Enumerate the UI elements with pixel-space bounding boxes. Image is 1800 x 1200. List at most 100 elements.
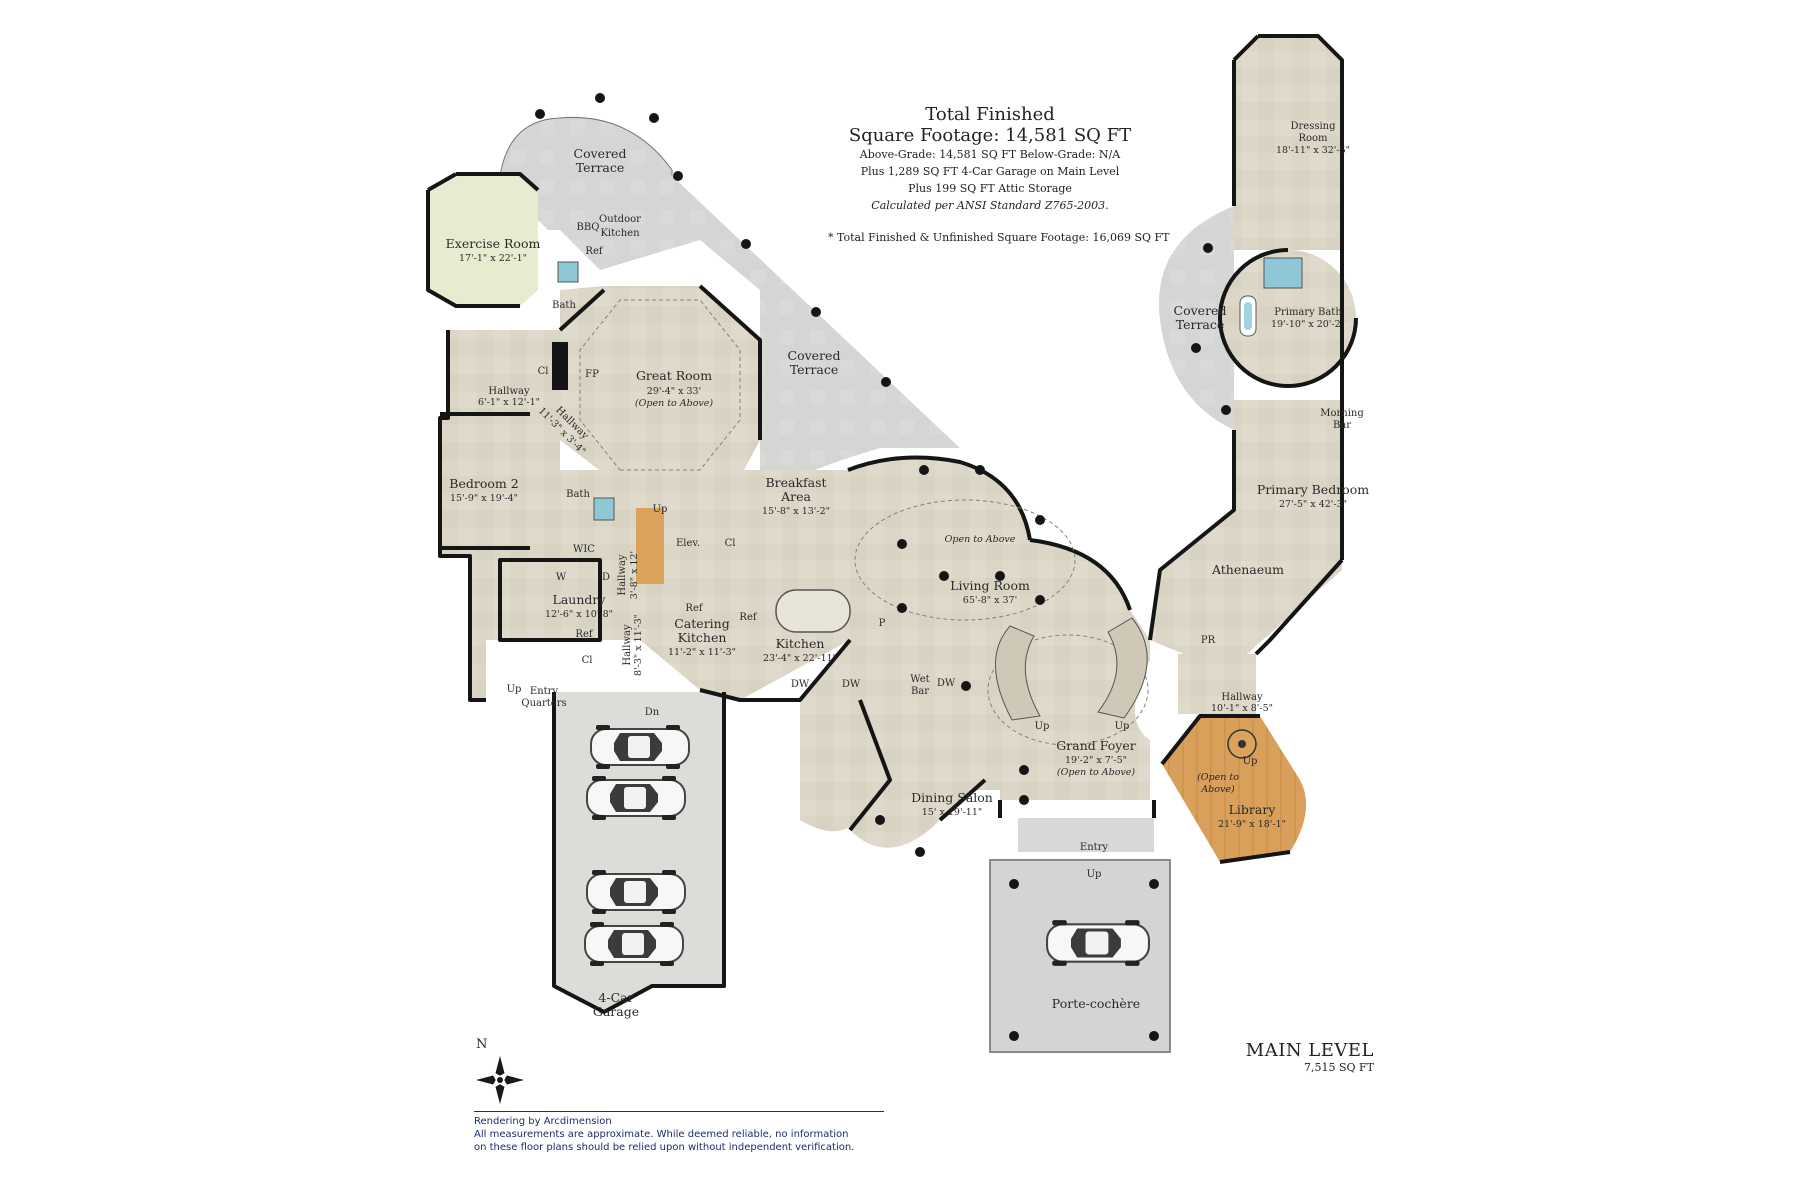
label-hallway-left-dims: 6'-1" x 12'-1" — [478, 397, 540, 408]
label-grand-foyer-dims: 19'-2" x 7'-5" — [1065, 755, 1127, 766]
label-hallway-left: Hallway — [488, 386, 530, 397]
label-up-entry: Up — [507, 684, 522, 695]
level-sqft: 7,515 SQ FT — [1303, 1061, 1374, 1074]
label-up-foyer-right: Up — [1115, 721, 1130, 732]
column-icon — [897, 603, 907, 613]
label-dw-1: DW — [791, 679, 810, 690]
great-room-floor — [560, 286, 760, 486]
column-icon — [897, 539, 907, 549]
entry-porch-floor — [1018, 818, 1154, 852]
column-icon — [649, 113, 659, 123]
label-wic: WIC — [573, 544, 595, 555]
column-icon — [1035, 595, 1045, 605]
label-library-note-2: Above) — [1200, 784, 1235, 795]
label-living-room-dims: 65'-8" x 37' — [963, 595, 1017, 606]
label-breakfast-dims: 15'-8" x 13'-2" — [762, 506, 830, 517]
label-ref-outdoor: Ref — [585, 246, 603, 257]
column-icon — [1149, 879, 1159, 889]
label-hallway-vert-dims: 3'-8" x 12' — [629, 551, 640, 599]
great-room-wall — [558, 284, 762, 440]
columns — [535, 93, 1231, 1041]
label-dressing-room-2: Room — [1298, 133, 1328, 144]
label-hallway-right: Hallway — [1221, 692, 1263, 703]
credits-disclaimer-1: All measurements are approximate. While … — [474, 1129, 849, 1140]
column-icon — [939, 571, 949, 581]
label-elev: Elev. — [676, 538, 700, 549]
column-icon — [1019, 765, 1029, 775]
compass-rose-icon — [476, 1056, 524, 1104]
primary-bath-wall — [1218, 248, 1358, 388]
label-bbq: BBQ — [577, 222, 600, 233]
label-hallway-catering: Hallway — [622, 624, 633, 666]
dining-salon-wall — [848, 699, 987, 832]
column-icon — [1191, 343, 1201, 353]
floors — [428, 36, 1356, 1052]
label-breakfast: Breakfast — [765, 475, 826, 490]
label-ref-catering: Ref — [685, 603, 703, 614]
column-icon — [1019, 795, 1029, 805]
label-hallway-right-dims: 10'-1" x 8'-5" — [1211, 703, 1273, 714]
dining-salon-floor — [850, 700, 985, 848]
level-title: MAIN LEVEL — [1245, 1040, 1374, 1061]
label-dressing-room: Dressing — [1290, 121, 1336, 132]
label-pr: PR — [1201, 635, 1216, 646]
label-covered-terrace-mid: Covered — [788, 348, 841, 363]
label-cl-catering: Cl — [582, 655, 593, 666]
car-icon — [1046, 920, 1150, 966]
label-catering-kitchen-2: Kitchen — [678, 630, 727, 645]
car-icon — [584, 922, 684, 966]
label-garage-2: Garage — [593, 1004, 639, 1019]
label-bath-upper: Bath — [552, 300, 576, 311]
primary-bath-floor — [1220, 250, 1356, 386]
label-primary-bedroom-dims: 27'-5" x 42'-3" — [1279, 499, 1347, 510]
label-morning-bar-2: Bar — [1333, 420, 1351, 431]
label-covered-terrace-top-2: Terrace — [576, 160, 625, 175]
laundry-wall — [498, 558, 602, 642]
label-up-stair: Up — [653, 504, 668, 515]
summary-garage: Plus 1,289 SQ FT 4-Car Garage on Main Le… — [860, 165, 1120, 178]
label-dn-garage: Dn — [645, 707, 660, 718]
column-icon — [673, 171, 683, 181]
label-living-room: Living Room — [950, 578, 1030, 593]
square-footage-summary: Total Finished Square Footage: 14,581 SQ… — [780, 104, 1200, 214]
column-icon — [1221, 405, 1231, 415]
summary-title-line-1: Total Finished — [925, 104, 1055, 125]
label-primary-bath: Primary Bath — [1274, 307, 1342, 318]
column-icon — [919, 465, 929, 475]
label-great-room: Great Room — [636, 368, 712, 383]
credits-rendering: Rendering by Arcdimension — [474, 1116, 612, 1127]
label-kitchen-dims: 23'-4" x 22'-11" — [763, 653, 837, 664]
label-dw-2: DW — [842, 679, 861, 690]
label-dining-salon: Dining Salon — [911, 790, 993, 805]
kitchen-outer-wall — [699, 638, 852, 702]
label-w: W — [556, 572, 567, 583]
label-catering-kitchen-dims: 11'-2" x 11'-3" — [668, 647, 736, 658]
label-outdoor-kitchen-2: Kitchen — [600, 228, 640, 239]
grand-foyer-stairs — [995, 617, 1148, 721]
column-icon — [1035, 515, 1045, 525]
covered-terrace-diagonal-floor — [498, 172, 960, 470]
walls — [426, 34, 1358, 1053]
label-covered-terrace-right-2: Terrace — [1176, 317, 1225, 332]
column-icon — [811, 307, 821, 317]
dressing-room-wall — [1232, 34, 1344, 560]
label-primary-bedroom: Primary Bedroom — [1257, 482, 1369, 497]
label-kitchen: Kitchen — [776, 636, 825, 651]
column-icon — [881, 377, 891, 387]
foyer-stair-left — [995, 625, 1041, 721]
label-dw-3: DW — [937, 678, 956, 689]
column-icon — [595, 93, 605, 103]
label-fp: FP — [585, 369, 599, 380]
label-wet-bar: Wet — [910, 674, 929, 685]
column-icon — [1009, 879, 1019, 889]
bedroom-2-floor — [440, 414, 530, 548]
summary-attic: Plus 199 SQ FT Attic Storage — [908, 182, 1072, 195]
label-laundry-dims: 12'-6" x 10'-8" — [545, 609, 613, 620]
label-catering-kitchen: Catering — [674, 616, 729, 631]
foyer-open-above — [987, 634, 1149, 746]
label-cl-elev: Cl — [725, 538, 736, 549]
label-entry-quarters: Entry — [530, 686, 559, 697]
label-hallway-catering-dims: 8'-3" x 11'-3" — [633, 614, 644, 676]
bathtub-icon — [1239, 295, 1257, 337]
